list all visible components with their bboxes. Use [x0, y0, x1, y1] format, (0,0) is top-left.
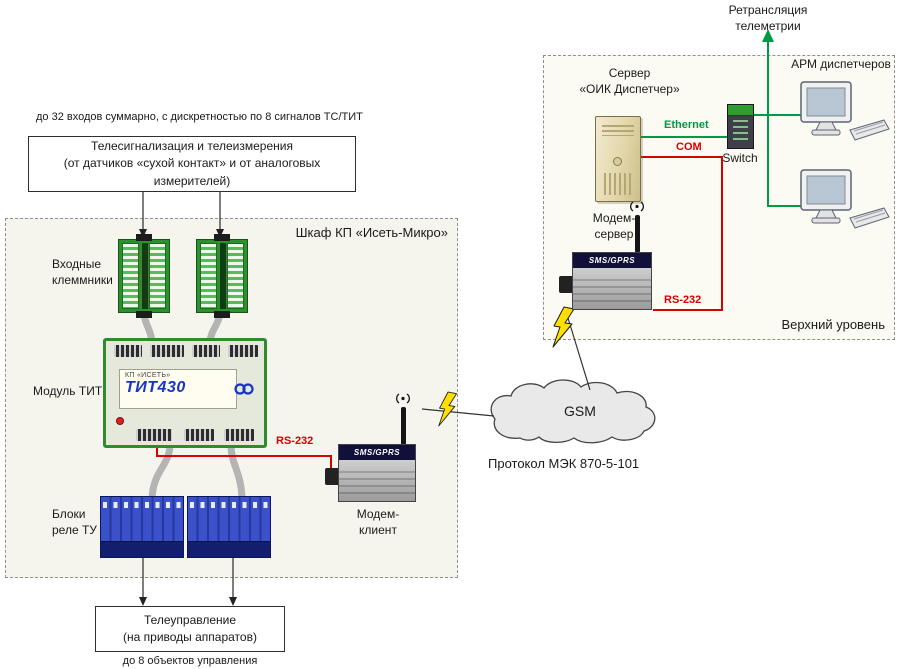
modem-body: SMS/GPRS	[338, 444, 416, 502]
modem-server-badge: SMS/GPRS	[573, 253, 651, 268]
terminal-column	[122, 243, 139, 309]
gsm-cloud	[490, 379, 656, 444]
workstation-icon	[800, 81, 890, 141]
relay-blocks-label: Блоки реле ТУ	[52, 507, 97, 537]
terminal-center-rail	[142, 243, 148, 309]
lightning-icon	[438, 391, 457, 427]
arrow-up-icon	[762, 29, 774, 42]
antenna-icon	[635, 215, 640, 253]
cabinet-box-label: Шкаф КП «Исеть-Микро»	[295, 225, 448, 240]
gsm-cloud-label: GSM	[564, 403, 596, 419]
modem-server-label: Модем- сервер	[592, 211, 636, 241]
lightning-icon	[552, 306, 575, 348]
relay-base	[101, 541, 183, 557]
server-grill	[604, 173, 632, 195]
tit-top-connector	[114, 345, 142, 357]
modem-ridges	[573, 274, 651, 307]
terminal-top-pin	[136, 234, 152, 241]
wireless-links	[421, 317, 591, 417]
terminal-block	[196, 234, 248, 318]
com-label: COM	[676, 141, 702, 153]
tit430-module: КП «ИСЕТЬ» ТИТ430	[103, 338, 267, 448]
modem-ridges	[339, 466, 415, 499]
relay-indicators	[103, 502, 181, 508]
tit-module-label: Модуль ТИТ	[33, 384, 103, 398]
protocol-label: Протокол МЭК 870-5-101	[488, 456, 640, 471]
relay-indicators	[190, 502, 268, 508]
tit-top-connector	[192, 345, 220, 357]
signal-waves-icon	[396, 393, 410, 404]
tit-device-header: КП «ИСЕТЬ»	[125, 372, 171, 379]
tit-bottom-connector	[136, 429, 172, 441]
server-label: Сервер «ОИК Диспетчер»	[579, 66, 680, 96]
inputs-note: до 32 входов суммарно, с дискретностью п…	[36, 111, 363, 123]
arm-dispatchers-label: АРМ диспетчеров	[791, 57, 891, 71]
workstation-icon	[800, 169, 890, 229]
retransmission-label: Ретрансляция телеметрии	[728, 3, 808, 33]
lightning-icons	[438, 306, 575, 427]
tit-bottom-connector	[184, 429, 214, 441]
terminal-bottom-pin	[136, 311, 152, 318]
serial-connector	[559, 276, 572, 293]
upper-level-box-label: Верхний уровень	[781, 317, 885, 332]
terminal-column	[227, 243, 244, 309]
tit-bottom-connector	[224, 429, 254, 441]
rs232-server-label: RS-232	[664, 294, 702, 306]
terminal-top-pin	[214, 234, 230, 241]
tit-device-name: ТИТ430	[125, 379, 186, 396]
modem-body: SMS/GPRS	[572, 252, 652, 310]
switch-top-band	[728, 105, 753, 116]
modem-server-device: SMS/GPRS	[559, 201, 652, 310]
control-objects-note: до 8 объектов управления	[122, 655, 258, 667]
network-switch	[727, 104, 754, 149]
brand-emblem-icon	[234, 383, 254, 395]
server-drive-slot	[602, 125, 634, 136]
tit-top-connector	[228, 345, 258, 357]
antenna-icon	[401, 407, 406, 445]
switch-ports	[733, 120, 748, 143]
arrow-down-icons	[139, 229, 237, 606]
relay-block	[187, 496, 271, 558]
modem-client-device: SMS/GPRS	[325, 393, 416, 502]
power-led	[116, 417, 124, 425]
switch-label: Switch	[722, 151, 758, 165]
relay-block	[100, 496, 184, 558]
terminal-bottom-pin	[214, 311, 230, 318]
terminal-column	[200, 243, 217, 309]
terminal-block	[118, 234, 170, 318]
ethernet-lines	[641, 40, 802, 207]
tit-top-connector	[150, 345, 184, 357]
modem-client-badge: SMS/GPRS	[339, 445, 415, 460]
input-terminals-label: Входные клеммники	[52, 257, 113, 287]
serial-connector	[325, 468, 338, 485]
signal-lines	[142, 192, 234, 598]
terminal-center-rail	[220, 243, 226, 309]
telesignal-box: Телесигнализация и телеизмерения (от дат…	[28, 136, 356, 192]
relay-base	[188, 541, 270, 557]
signal-waves-icon	[630, 201, 644, 212]
telecontrol-box: Телеуправление (на приводы аппаратов)	[95, 606, 285, 652]
modem-client-label: Модем- клиент	[356, 507, 400, 537]
server-power-button	[613, 157, 622, 166]
terminal-column	[149, 243, 166, 309]
serial-lines	[156, 156, 723, 469]
rs232-client-label: RS-232	[276, 435, 314, 447]
server-tower	[595, 116, 641, 202]
tit-label-panel: КП «ИСЕТЬ» ТИТ430	[119, 369, 237, 409]
ethernet-label: Ethernet	[664, 119, 709, 131]
